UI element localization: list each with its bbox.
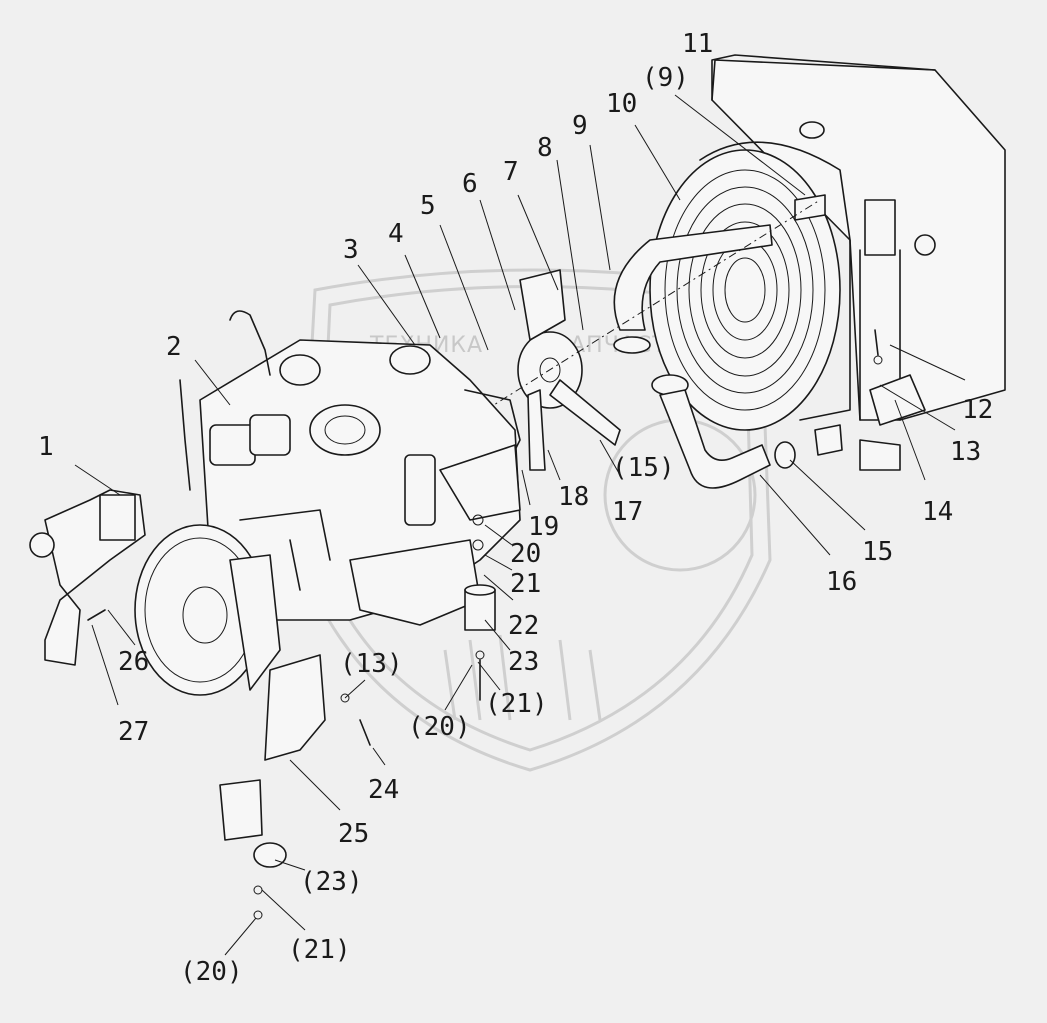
callout-13p: (13) bbox=[340, 649, 403, 679]
callout-27: 27 bbox=[118, 717, 149, 747]
callout-5: 5 bbox=[420, 191, 436, 221]
callout-23: 23 bbox=[508, 647, 539, 677]
leader-lines bbox=[74, 94, 966, 956]
callout-10: 10 bbox=[606, 89, 637, 119]
callout-20p-b: (20) bbox=[180, 957, 243, 987]
callout-6: 6 bbox=[462, 169, 478, 199]
callout-15p: (15) bbox=[612, 453, 675, 483]
rubber-mount bbox=[464, 514, 496, 701]
callout-19: 19 bbox=[528, 512, 559, 542]
engine bbox=[179, 310, 521, 626]
cooling-fan bbox=[469, 199, 821, 471]
callout-20: 20 bbox=[510, 539, 541, 569]
callout-23p: (23) bbox=[300, 867, 363, 897]
callout-18: 18 bbox=[558, 482, 589, 512]
callout-9: 9 bbox=[572, 111, 588, 141]
fan-shroud bbox=[649, 141, 851, 431]
callout-13: 13 bbox=[950, 437, 981, 467]
callout-14: 14 bbox=[922, 497, 953, 527]
callout-26: 26 bbox=[118, 647, 149, 677]
upper-hose bbox=[613, 194, 826, 354]
callout-21: 21 bbox=[510, 569, 541, 599]
callout-8: 8 bbox=[537, 133, 553, 163]
callout-11: 11 bbox=[682, 29, 713, 59]
callout-20p-a: (20) bbox=[408, 712, 471, 742]
lower-hose bbox=[651, 374, 843, 489]
flywheel-housing bbox=[134, 524, 281, 696]
callout-9p: (9) bbox=[642, 63, 689, 93]
callout-22: 22 bbox=[508, 611, 539, 641]
rear-mount bbox=[219, 654, 326, 868]
callout-4: 4 bbox=[388, 219, 404, 249]
callout-15: 15 bbox=[862, 537, 893, 567]
callout-17: 17 bbox=[612, 497, 643, 527]
callout-7: 7 bbox=[503, 157, 519, 187]
callout-labels: 1 2 3 4 5 6 7 8 9 10 (9) 11 12 13 14 15 … bbox=[38, 29, 993, 987]
mount-bolts bbox=[253, 693, 371, 920]
callout-21p-a: (21) bbox=[485, 689, 548, 719]
callout-25: 25 bbox=[338, 819, 369, 849]
callout-21p-b: (21) bbox=[288, 935, 351, 965]
front-left-mount bbox=[29, 489, 146, 666]
callout-2: 2 bbox=[166, 332, 182, 362]
callout-24: 24 bbox=[368, 775, 399, 805]
callout-12: 12 bbox=[962, 395, 993, 425]
callout-3: 3 bbox=[343, 235, 359, 265]
callout-16: 16 bbox=[826, 567, 857, 597]
callout-1: 1 bbox=[38, 432, 54, 462]
